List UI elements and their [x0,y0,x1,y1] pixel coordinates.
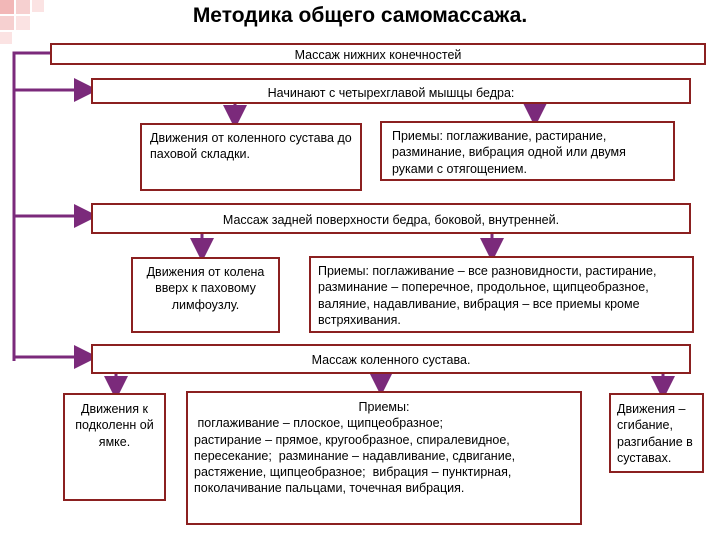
knee-joint-motion-box: Движения – сгибание, разгибание в сустав… [609,393,704,473]
back-techniques-box: Приемы: поглаживание – все разновидности… [309,256,694,333]
knee-techniques-line: пересекание; разминание – надавливание, … [194,448,516,463]
page-title: Методика общего самомассажа. [192,4,528,27]
knee-movements-box: Движения к подколенн ой ямке. [63,393,166,501]
knee-techniques-title: Приемы: [358,400,410,414]
knee-box: Массаж коленного сустава. [91,344,691,374]
knee-techniques-box: Приемы: поглаживание – плоское, щипцеобр… [186,391,582,525]
knee-techniques-line: растяжение, щипцеобразное; вибрация – пу… [194,465,512,479]
knee-techniques-line: поглаживание – плоское, щипцеобразное; [194,416,444,431]
corner-decoration [0,0,56,48]
spine-line [12,51,50,361]
lower-limbs-box: Массаж нижних конечностей [50,43,706,65]
start-thigh-box: Начинают с четырехглавой мышцы бедра: [91,78,691,104]
back-thigh-box: Массаж задней поверхности бедра, боковой… [91,203,691,234]
back-movements-box: Движения от колена вверх к паховому лимф… [131,257,280,333]
knee-techniques-line: растирание – прямое, кругообразное, спир… [194,432,510,447]
thigh-movements-box: Движения от коленного сустава до паховой… [140,123,362,191]
knee-techniques-line: поколачивание пальцами, точечная вибраци… [194,481,465,496]
thigh-techniques-box: Приемы: поглаживание, растирание, размин… [380,121,675,181]
